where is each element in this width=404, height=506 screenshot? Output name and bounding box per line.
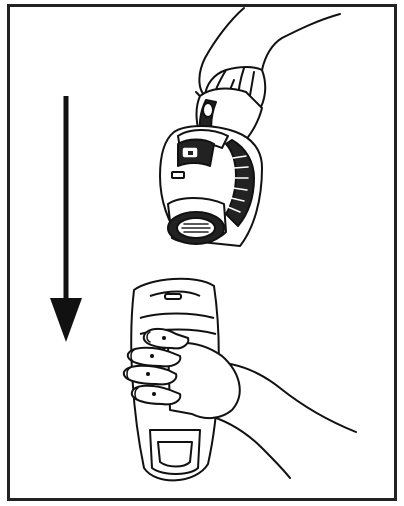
down-arrow-icon	[50, 96, 82, 342]
handheld-vacuum	[160, 89, 262, 246]
